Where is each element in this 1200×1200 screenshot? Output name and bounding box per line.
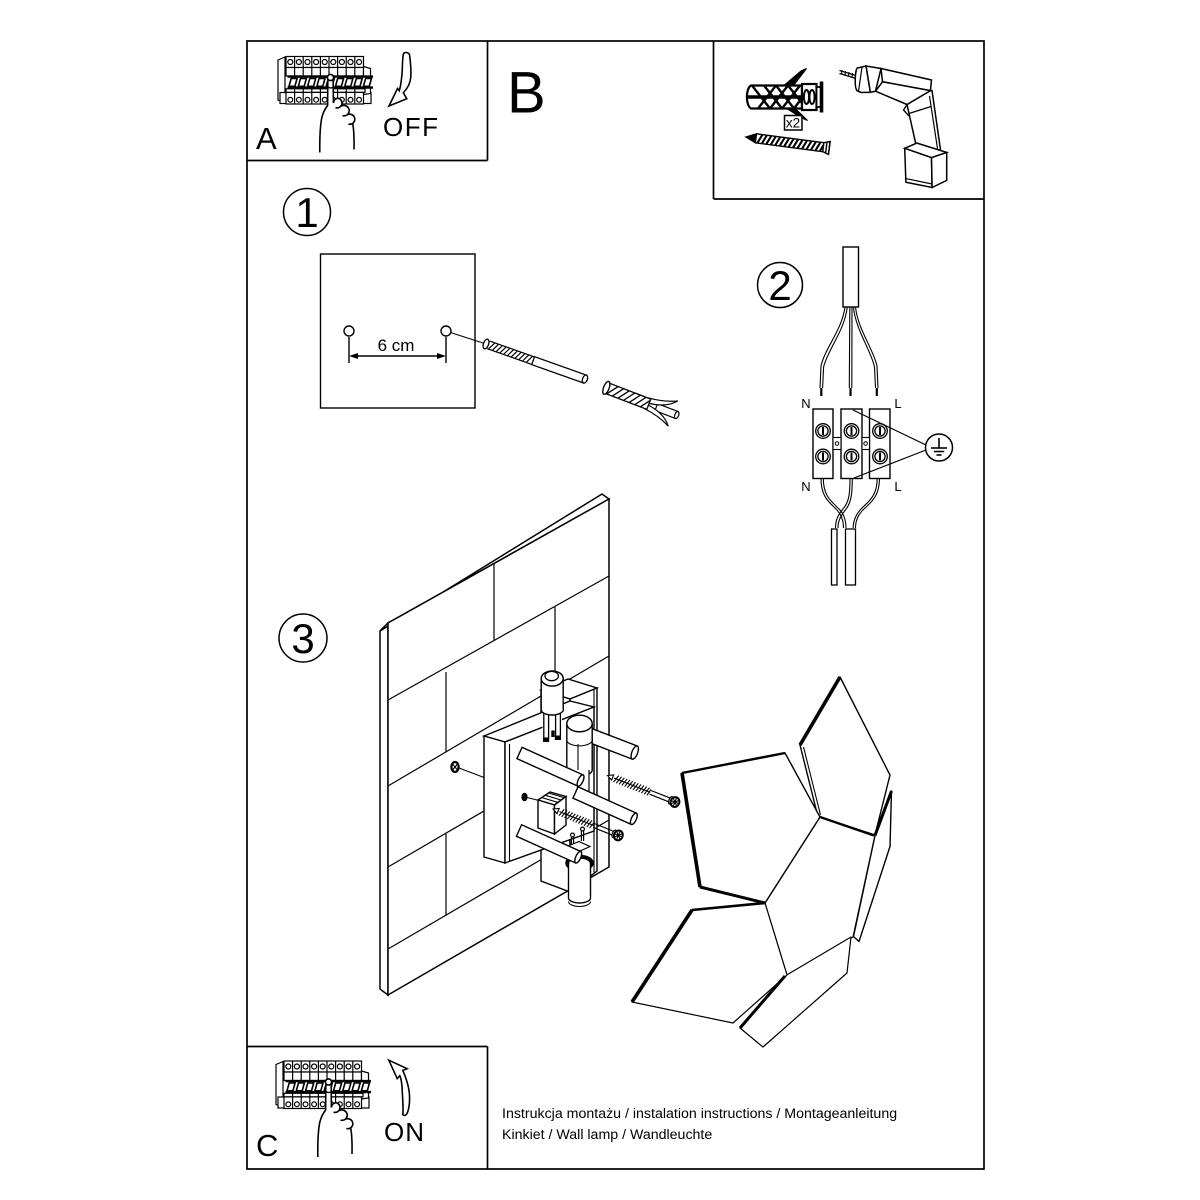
svg-text:B: B [507,61,546,126]
svg-text:C: C [256,1128,278,1163]
svg-text:6 cm: 6 cm [378,336,415,355]
svg-text:N: N [801,396,810,411]
svg-text:ON: ON [384,1117,425,1147]
svg-text:Instrukcja montażu / instalati: Instrukcja montażu / instalation instruc… [502,1106,897,1122]
svg-text:A: A [256,121,277,156]
svg-text:L: L [894,396,901,411]
svg-text:Kinkiet / Wall lamp / Wandleuc: Kinkiet / Wall lamp / Wandleuchte [502,1127,712,1143]
svg-text:L: L [894,479,901,494]
svg-text:OFF: OFF [383,112,440,142]
svg-text:1: 1 [295,189,318,236]
svg-text:2: 2 [768,262,791,309]
svg-text:3: 3 [291,615,314,662]
svg-text:N: N [801,479,810,494]
svg-text:x2: x2 [786,116,800,131]
